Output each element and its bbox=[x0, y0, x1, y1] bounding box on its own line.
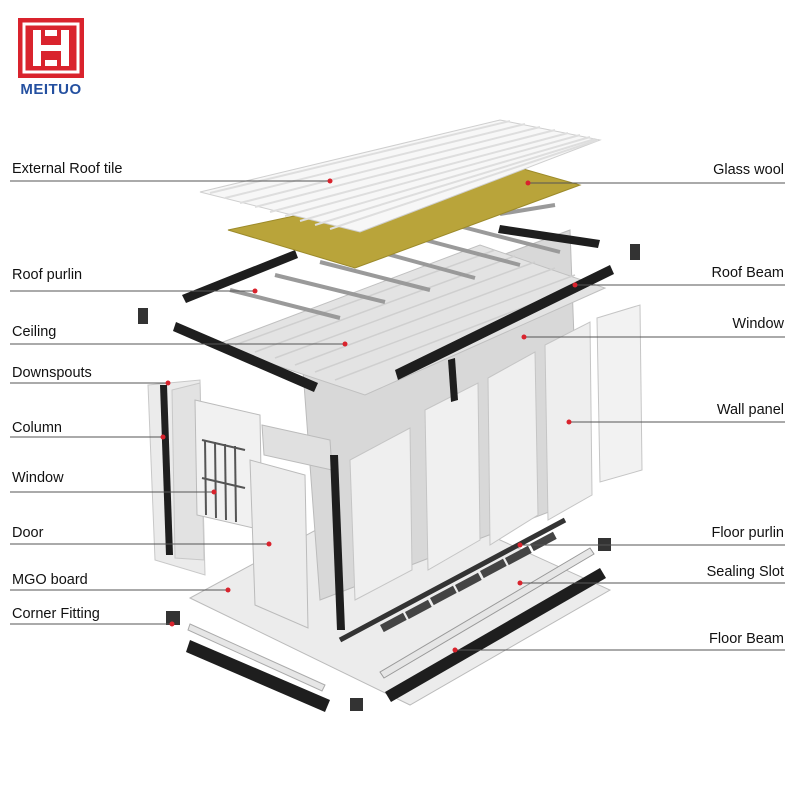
label-window-right: Window bbox=[732, 316, 784, 332]
window-bars bbox=[201, 439, 246, 523]
front-wall-panel-2 bbox=[424, 382, 481, 571]
floor-beam-right bbox=[385, 568, 606, 702]
label-roof-beam: Roof Beam bbox=[711, 265, 784, 281]
label-wall-panel: Wall panel bbox=[716, 402, 784, 418]
roof-beam-right bbox=[395, 265, 614, 380]
front-wall-panel-3 bbox=[487, 351, 539, 546]
corner-fitting-1 bbox=[166, 611, 180, 625]
roof-beam-left bbox=[173, 322, 318, 392]
front-wall-panel-1 bbox=[349, 427, 413, 601]
floor-sealing-left bbox=[187, 623, 326, 692]
corner-fitting-2 bbox=[350, 698, 363, 711]
sealing-slot-bar bbox=[379, 547, 595, 679]
brand-name: MEITUO bbox=[20, 81, 82, 98]
label-mgo-board: MGO board bbox=[12, 572, 88, 588]
wall-panel-far bbox=[596, 304, 643, 483]
label-corner-fitting: Corner Fitting bbox=[12, 606, 100, 622]
label-floor-beam: Floor Beam bbox=[709, 631, 784, 647]
label-door: Door bbox=[12, 525, 44, 541]
label-floor-purlin: Floor purlin bbox=[711, 525, 784, 541]
label-window-left: Window bbox=[12, 470, 64, 486]
column-mid bbox=[448, 358, 458, 402]
label-downspouts: Downspouts bbox=[12, 365, 92, 381]
corner-fitting-5 bbox=[630, 244, 640, 260]
label-ceiling: Ceiling bbox=[12, 324, 57, 340]
roof-beam-back bbox=[182, 250, 298, 303]
label-glass-wool: Glass wool bbox=[713, 162, 784, 178]
roof-tile-ribs bbox=[209, 120, 599, 230]
roof-beam-back-right bbox=[498, 225, 600, 248]
label-sealing-slot: Sealing Slot bbox=[706, 564, 784, 580]
leader-dots bbox=[160, 178, 578, 653]
leader-lines bbox=[10, 180, 785, 651]
label-external-roof-tile: External Roof tile bbox=[12, 161, 123, 177]
door-panel bbox=[249, 459, 309, 629]
corner-fitting-4 bbox=[138, 308, 148, 324]
label-roof-purlin: Roof purlin bbox=[12, 267, 83, 283]
column-front bbox=[330, 455, 345, 630]
meituo-logo-icon bbox=[18, 18, 84, 78]
column-left bbox=[160, 385, 173, 555]
floor-beam-left bbox=[186, 640, 330, 712]
label-column: Column bbox=[12, 420, 62, 436]
